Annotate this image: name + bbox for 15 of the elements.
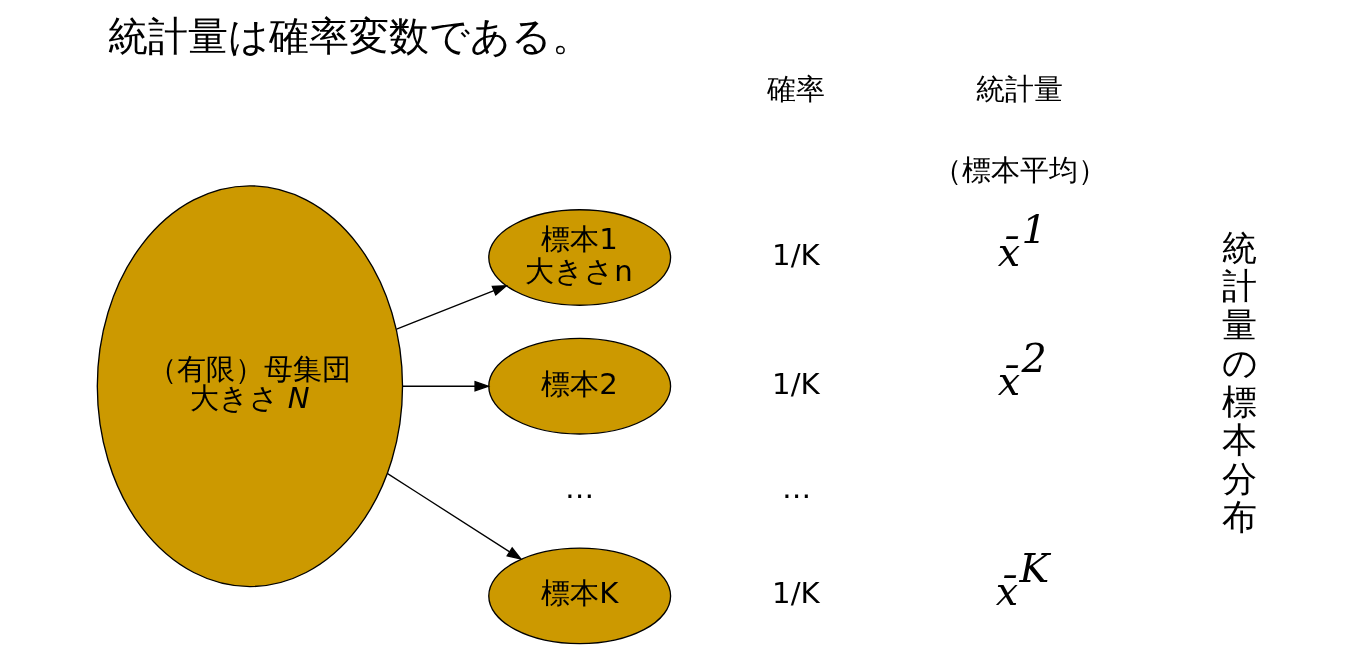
label: …	[564, 471, 594, 506]
arrow	[386, 472, 523, 561]
label: 統計量の標本分布	[1221, 227, 1258, 538]
label: 1/K	[771, 237, 820, 272]
node-ellipse: （有限）母集団 大きさ N	[96, 185, 403, 588]
arrow	[401, 380, 490, 392]
label: （標本平均）	[932, 153, 1107, 188]
label: 確率	[766, 72, 825, 107]
label: …	[781, 471, 811, 506]
label: 統計量	[975, 72, 1063, 107]
label: 1/K	[771, 366, 820, 401]
diagram-title: 統計量は確率変数である。	[107, 13, 592, 60]
node-ellipse: 標本2	[487, 337, 671, 435]
arrow	[395, 285, 508, 330]
label: 1/K	[771, 576, 820, 611]
